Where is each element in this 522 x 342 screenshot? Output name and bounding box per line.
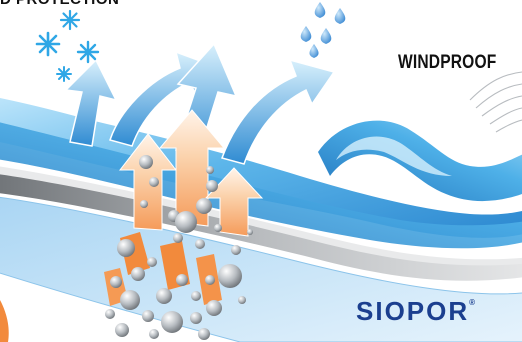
water-drop-icon	[320, 28, 332, 44]
water-drop-icon	[314, 2, 326, 18]
water-drop-icon	[309, 44, 319, 58]
wind-arrow-icon	[221, 58, 336, 165]
windproof-label: WINDPROOF	[398, 52, 497, 73]
wind-lines-icon	[469, 71, 522, 133]
water-drop-icon	[300, 26, 312, 42]
water-drop-icon	[334, 8, 346, 24]
vapor-bubbles	[105, 155, 253, 340]
snowflake-icon	[76, 40, 100, 64]
water-drops	[300, 2, 346, 58]
snowflakes	[35, 9, 100, 82]
membrane-highlight	[0, 166, 522, 266]
vapor-arrow-icon	[204, 167, 264, 237]
snowflake-icon	[35, 31, 61, 57]
top-caption: D PROTECTION	[0, 0, 119, 8]
snowflake-icon	[59, 9, 81, 31]
vapor-arrow-icon	[118, 133, 178, 231]
snowflake-icon	[56, 66, 72, 82]
registered-mark: ®	[469, 298, 476, 307]
fabric-curl-shine	[336, 136, 452, 176]
outer-fabric-fold	[0, 122, 522, 249]
brand-logo: SIOPOR®	[356, 296, 475, 327]
brand-name: SIOPOR	[356, 296, 470, 326]
vapor-arrows	[118, 109, 264, 237]
wind-arrow-icon	[64, 58, 118, 147]
